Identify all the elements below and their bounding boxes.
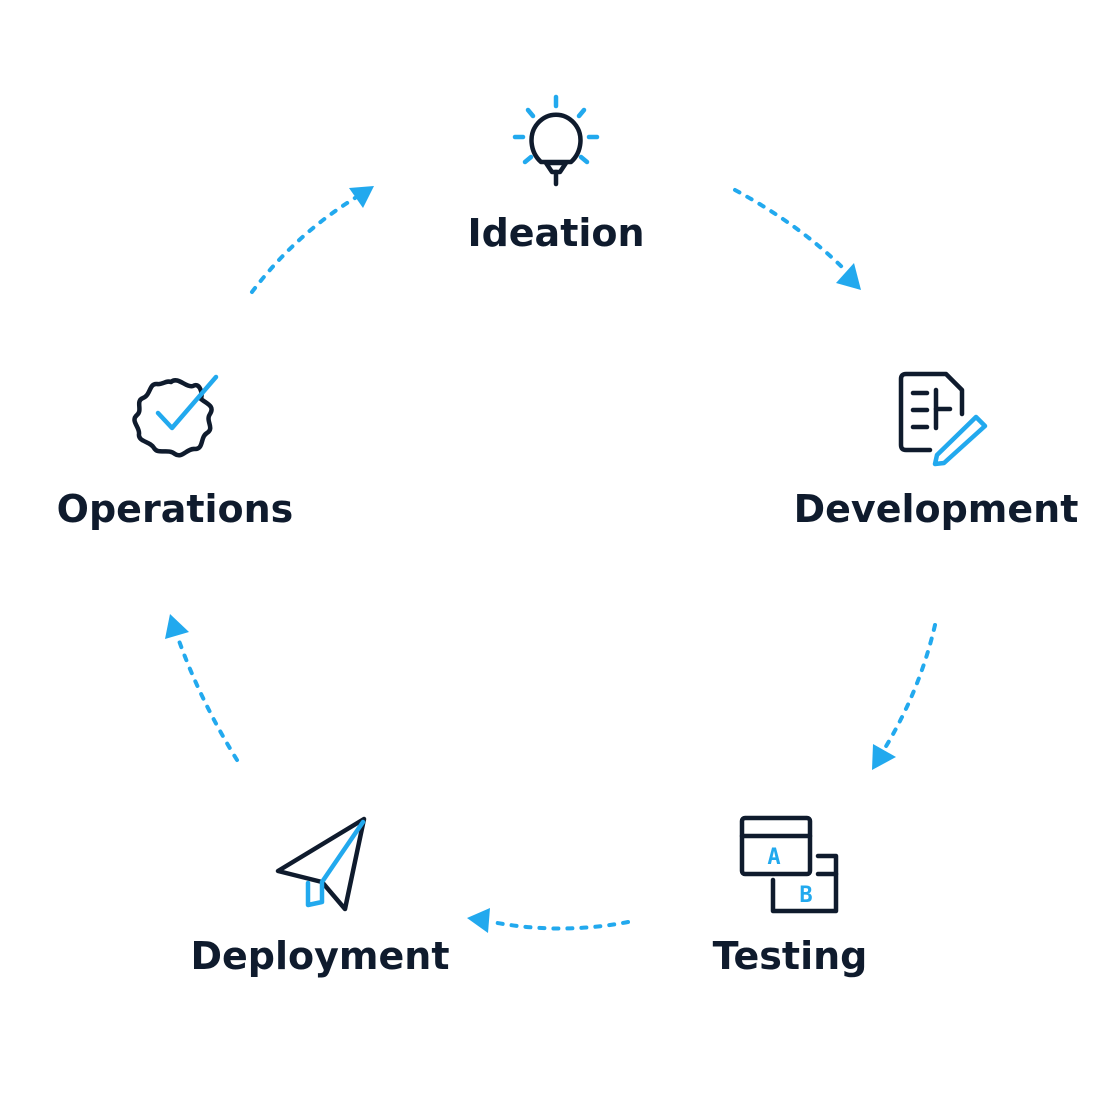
flow-arc: [490, 920, 630, 931]
variant-a-label: A: [767, 845, 780, 870]
paper-plane-icon: [275, 816, 367, 912]
stage-development: Development: [794, 371, 1079, 531]
arrowhead: [349, 186, 374, 208]
stage-operations: Operations: [57, 374, 294, 531]
flow-arc: [176, 636, 239, 762]
flow-arc: [250, 196, 357, 294]
flow-arc: [733, 188, 847, 272]
stage-testing: A B Testing: [713, 815, 868, 978]
stage-label: Development: [794, 487, 1079, 531]
flow-arrow-development-to-testing: [872, 623, 937, 770]
stage-deployment: Deployment: [190, 816, 450, 978]
flow-arrows: [165, 186, 937, 933]
stage-label: Ideation: [467, 211, 644, 255]
arrowhead: [872, 744, 896, 770]
stage-label: Operations: [57, 487, 294, 531]
stage-ideation: Ideation: [467, 94, 645, 255]
variant-b-label: B: [799, 883, 812, 908]
flow-arrow-operations-to-ideation: [250, 186, 374, 294]
document-pen-icon: [898, 371, 988, 467]
arrowhead: [165, 614, 189, 639]
gear-check-icon: [132, 374, 219, 458]
lightbulb-icon: [512, 94, 600, 187]
ab-test-icon: A B: [739, 815, 839, 914]
arrowhead: [836, 263, 861, 290]
arrowhead: [467, 908, 490, 933]
flow-arrow-deployment-to-operations: [165, 614, 239, 762]
flow-arrow-ideation-to-development: [733, 188, 861, 290]
stage-label: Testing: [713, 934, 868, 978]
stage-label: Deployment: [190, 934, 449, 978]
flow-arc: [883, 623, 937, 750]
flow-arrow-testing-to-deployment: [467, 908, 630, 933]
